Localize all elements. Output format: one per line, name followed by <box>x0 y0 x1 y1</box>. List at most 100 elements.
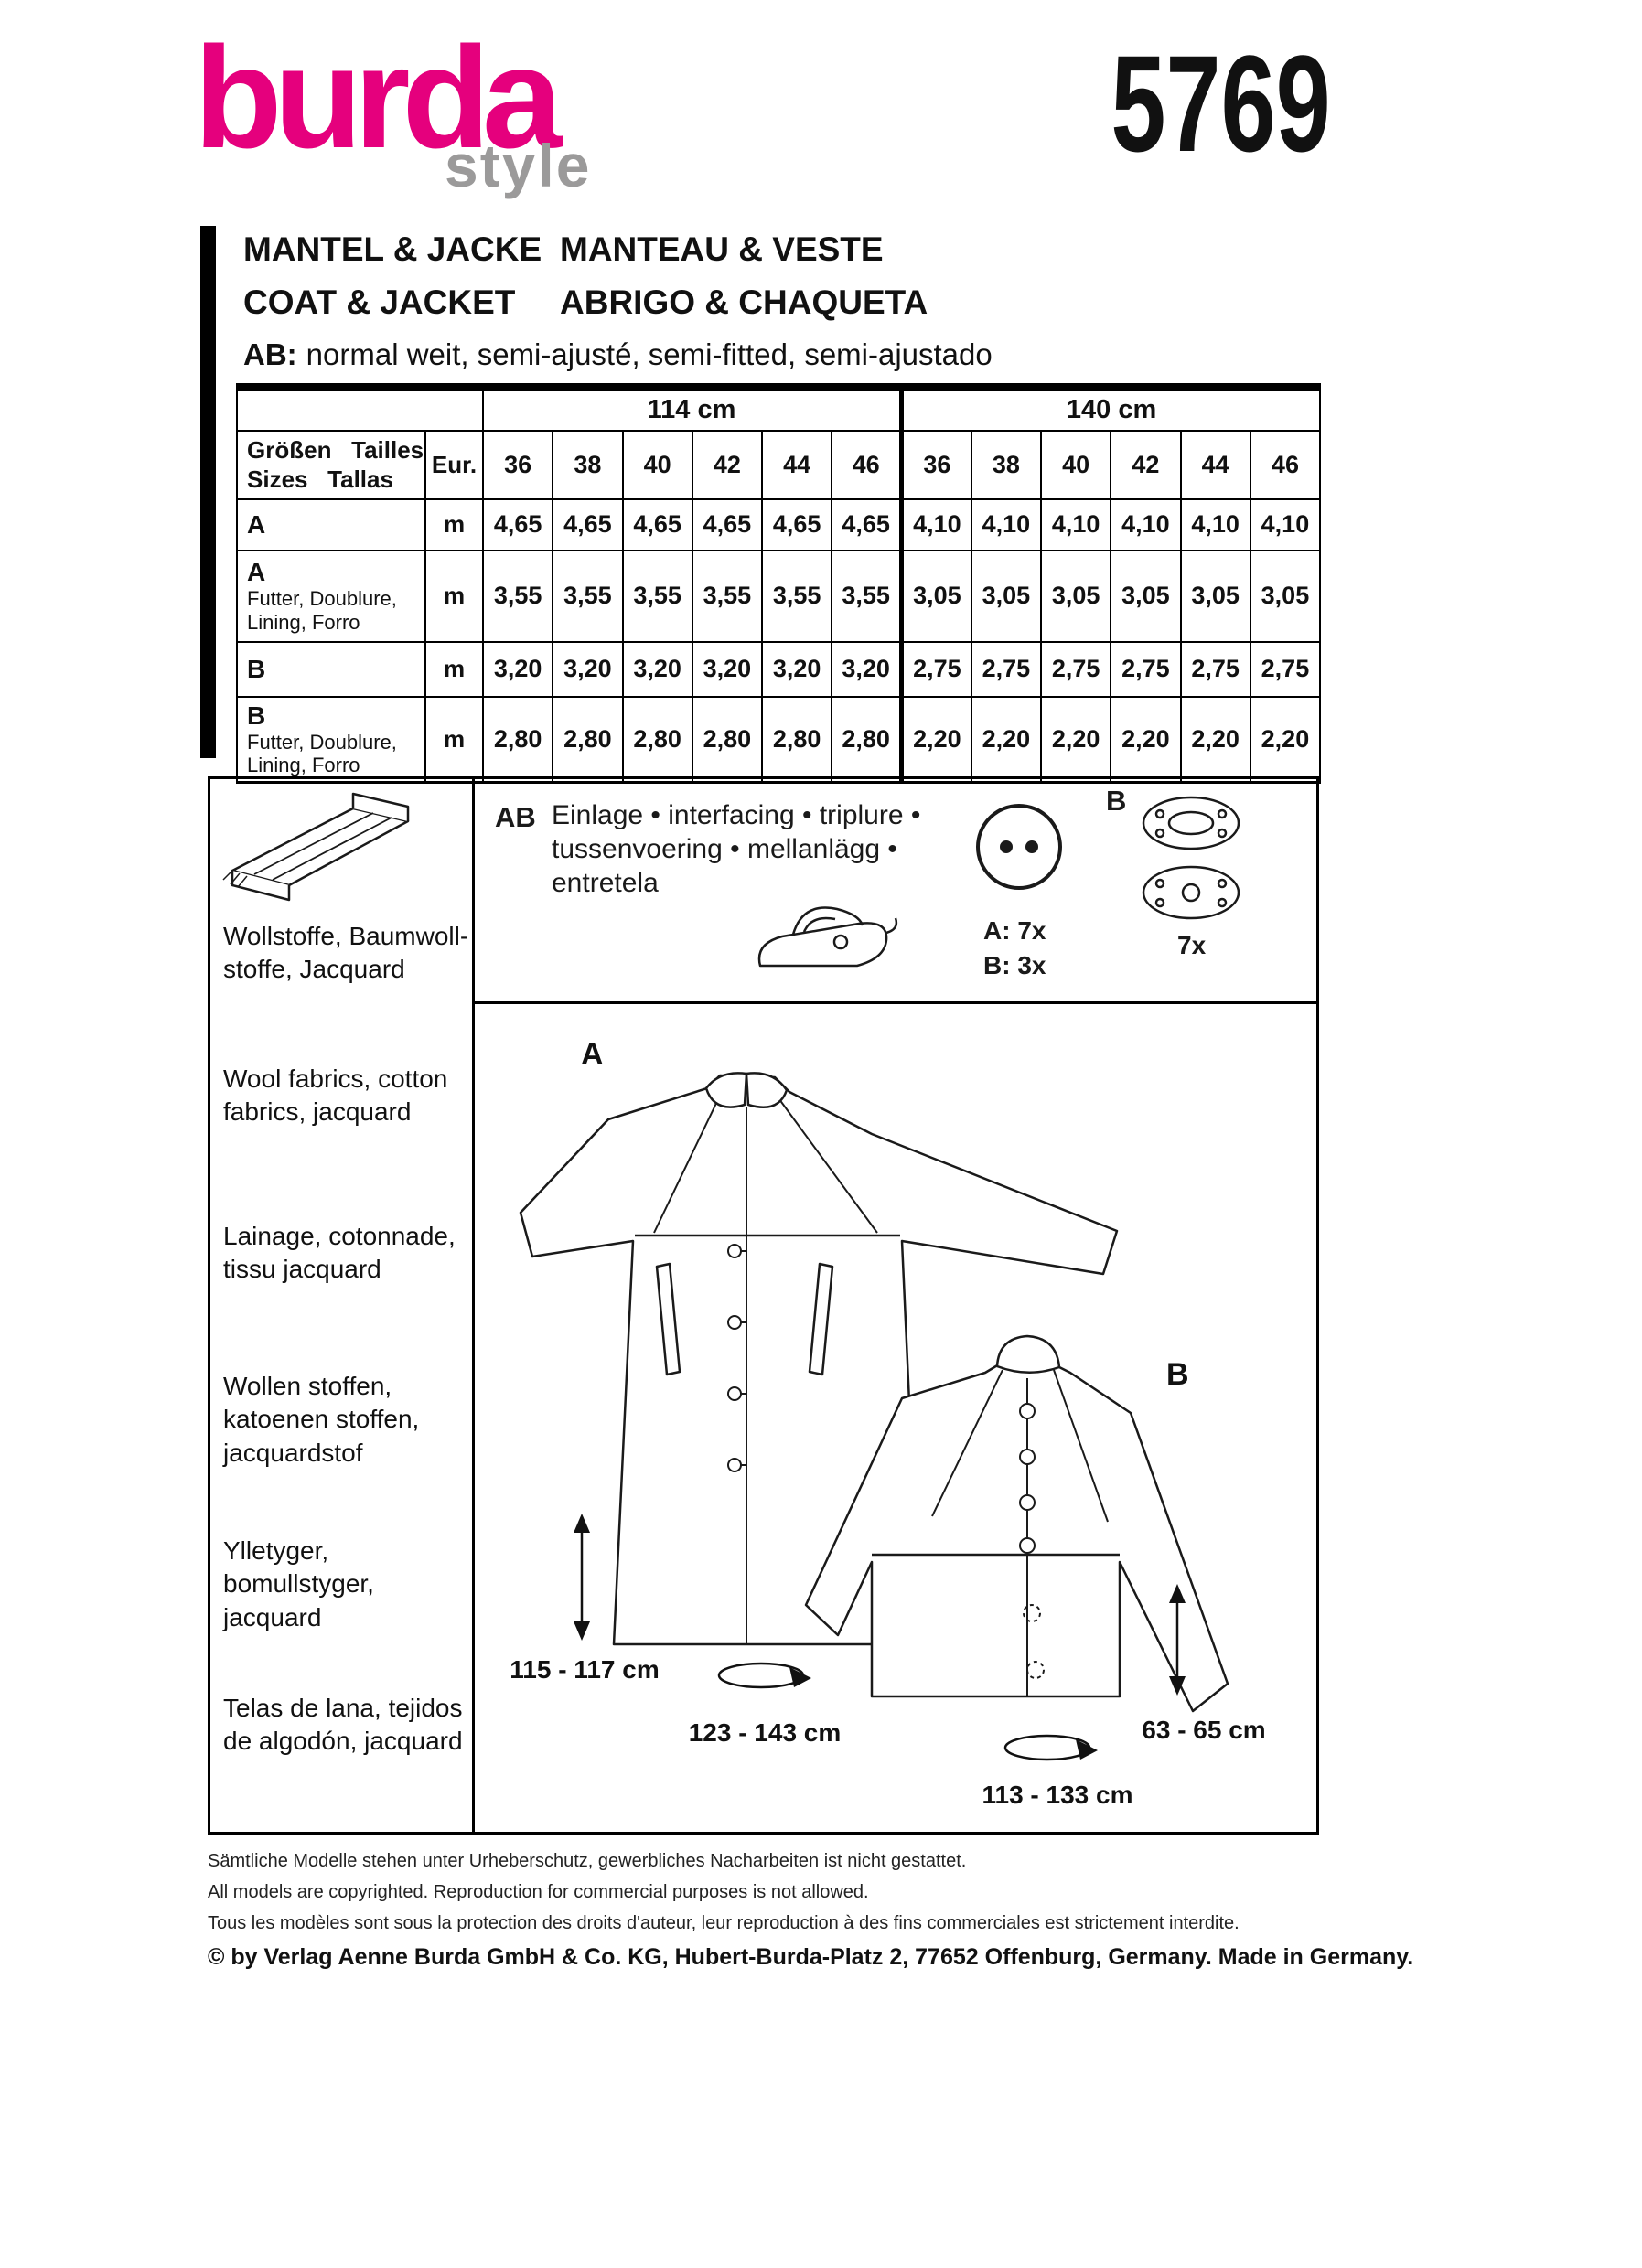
fabric-suggestion-es: Telas de lana, tejidos de algodón, jacqu… <box>223 1694 463 1756</box>
yardage-value: 3,55 <box>552 549 624 643</box>
yardage-value: 2,80 <box>621 695 693 784</box>
yardage-value: 2,75 <box>899 640 972 698</box>
unit-cell: m <box>424 640 484 698</box>
title-es: ABRIGO & CHAQUETA <box>560 284 928 321</box>
fit-description: AB:normal weit, semi-ajusté, semi-fitted… <box>243 337 993 372</box>
yardage-value: 3,20 <box>621 640 693 698</box>
yardage-value: 2,75 <box>1110 640 1182 698</box>
yardage-value: 3,05 <box>1179 549 1251 643</box>
drawings-panel: A <box>475 1004 1316 1832</box>
size-col-header: 40 <box>621 429 693 500</box>
yardage-value: 4,10 <box>1249 497 1322 551</box>
jacket-snap-mark <box>1026 1661 1045 1679</box>
eur-header: Eur. <box>424 429 484 500</box>
burda-style-logo-sub: style <box>445 132 592 199</box>
content-box: Wollstoffe, Baumwoll- stoffe, Jacquard W… <box>208 776 1319 1835</box>
title-de: MANTEL & JACKE <box>243 230 542 268</box>
yardage-value: 2,20 <box>1110 695 1182 784</box>
yardage-value: 4,65 <box>831 497 903 551</box>
fabric-width-header-140: 140 cm <box>899 386 1322 432</box>
button-count-b: B: 3x <box>983 951 1046 979</box>
yardage-value: 2,75 <box>1179 640 1251 698</box>
publisher-copyright: © by Verlag Aenne Burda GmbH & Co. KG, H… <box>208 1944 1414 1970</box>
yardage-value: 2,20 <box>1040 695 1112 784</box>
snap-fasteners-icon <box>1142 796 1240 920</box>
sizes-header-label: Größen Tailles Sizes Tallas <box>236 429 426 500</box>
yardage-value: 3,55 <box>481 549 554 643</box>
yardage-value: 3,20 <box>831 640 903 698</box>
yardage-value: 4,65 <box>691 497 764 551</box>
girth-arrow-icon-a <box>717 1662 811 1689</box>
jacket-buttons <box>1019 1403 1036 1554</box>
yardage-value: 3,05 <box>1040 549 1112 643</box>
yardage-value: 2,20 <box>899 695 972 784</box>
fabric-suggestion-nl: Wollen stoffen, katoenen stoffen, jacqua… <box>223 1372 420 1467</box>
interfacing-text: Einlage • interfacing • triplure • tusse… <box>552 800 921 898</box>
fabric-suggestion-fr: Lainage, cotonnade, tissu jacquard <box>223 1222 456 1284</box>
iron-icon <box>757 906 898 968</box>
pocket-welt-right <box>808 1262 834 1376</box>
burda-logo: burda <box>194 17 563 178</box>
unit-cell: m <box>424 695 484 784</box>
yardage-value: 3,05 <box>1110 549 1182 643</box>
unit-cell: m <box>424 497 484 551</box>
pocket-welt-left <box>655 1262 681 1376</box>
size-col-header: 46 <box>831 429 903 500</box>
yardage-value: 3,55 <box>760 549 833 643</box>
copyright-line-fr: Tous les modèles sont sous la protection… <box>208 1913 1240 1933</box>
fabric-suggestion-en: Wool fabrics, cotton fabrics, jacquard <box>223 1064 448 1127</box>
table-corner <box>236 386 484 432</box>
view-a-label: A <box>581 1037 604 1072</box>
yardage-value: 2,80 <box>481 695 554 784</box>
size-col-header: 44 <box>760 429 833 500</box>
yardage-value: 3,20 <box>552 640 624 698</box>
size-col-header: 42 <box>691 429 764 500</box>
yardage-value: 2,20 <box>1249 695 1322 784</box>
size-col-header: 40 <box>1040 429 1112 500</box>
technical-drawings: A <box>510 1037 1265 1809</box>
size-col-header: 42 <box>1110 429 1182 500</box>
title-accent-bar <box>200 226 216 758</box>
yardage-value: 3,20 <box>760 640 833 698</box>
coat-buttons <box>727 1244 746 1472</box>
yardage-value: 3,05 <box>899 549 972 643</box>
yardage-value: 2,20 <box>970 695 1043 784</box>
girth-arrow-icon-b <box>1003 1734 1098 1761</box>
yardage-value: 4,65 <box>621 497 693 551</box>
size-col-header: 36 <box>899 429 972 500</box>
notions-views-label: AB <box>495 801 536 833</box>
yardage-value: 3,55 <box>621 549 693 643</box>
yardage-value: 4,65 <box>481 497 554 551</box>
yardage-value: 2,80 <box>691 695 764 784</box>
yardage-value: 3,05 <box>970 549 1043 643</box>
size-col-header: 44 <box>1179 429 1251 500</box>
yardage-value: 2,75 <box>970 640 1043 698</box>
title-en: COAT & JACKET <box>243 284 516 321</box>
size-col-header: 38 <box>552 429 624 500</box>
yardage-value: 2,20 <box>1179 695 1251 784</box>
yardage-value: 4,10 <box>1110 497 1182 551</box>
button-icon <box>976 804 1062 890</box>
yardage-value: 2,75 <box>1040 640 1112 698</box>
notions-panel: AB Einlage • interfacing • triplure • tu… <box>475 779 1316 1004</box>
length-a-text: 115 - 117 cm <box>510 1655 659 1684</box>
yardage-value: 3,55 <box>831 549 903 643</box>
yardage-value: 3,20 <box>481 640 554 698</box>
length-arrow-icon-b <box>1169 1584 1186 1696</box>
yardage-value: 2,80 <box>760 695 833 784</box>
copyright-line-en: All models are copyrighted. Reproduction… <box>208 1882 869 1902</box>
right-panel: AB Einlage • interfacing • triplure • tu… <box>475 779 1316 1832</box>
row-label: A <box>236 497 426 551</box>
yardage-table: 114 cm 140 cm Größen Tailles Sizes Talla… <box>236 383 1322 785</box>
pattern-number: 5769 <box>1111 27 1331 180</box>
yardage-value: 4,10 <box>899 497 972 551</box>
yardage-value: 2,75 <box>1249 640 1322 698</box>
size-col-header: 46 <box>1249 429 1322 500</box>
title-line-2: COAT & JACKET ABRIGO & CHAQUETA <box>243 284 928 322</box>
snap-count: 7x <box>1177 931 1207 959</box>
fabric-bolt-icon <box>222 792 410 902</box>
